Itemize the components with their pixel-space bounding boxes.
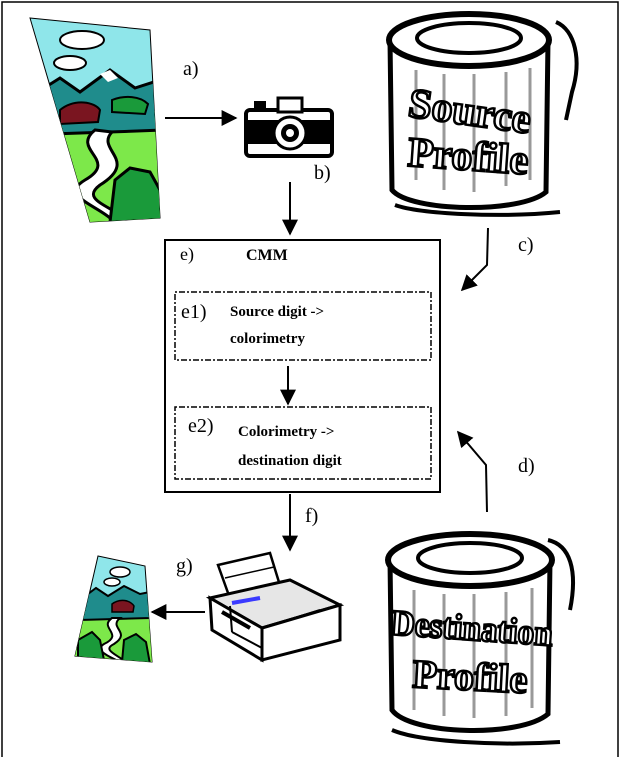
destination-can-text-line2: Profile: [412, 651, 529, 702]
cmm-step1-box: [174, 291, 432, 361]
cmm-title: CMM: [246, 247, 288, 264]
label-b: b): [314, 162, 331, 184]
source-profile-can-icon: [386, 11, 579, 217]
printer-icon: [205, 551, 345, 663]
cmm-step1-line1: Source digit ->: [230, 304, 324, 320]
destination-profile-can-icon: [385, 531, 575, 746]
arrow-c: [460, 227, 489, 292]
label-c: c): [518, 234, 534, 256]
printed-image-icon: [74, 555, 153, 663]
label-a: a): [183, 58, 199, 80]
original-image-icon: [29, 17, 161, 223]
source-can-text-line2: Profile: [406, 130, 529, 184]
label-g: g): [176, 555, 193, 577]
cmm-step2-line2: destination digit: [238, 453, 342, 469]
label-e2: e2): [188, 415, 214, 437]
camera-icon: [244, 96, 334, 158]
cmm-box: [164, 239, 441, 493]
cmm-step1-line2: colorimetry: [230, 331, 305, 347]
label-d: d): [518, 455, 535, 477]
arrow-d: [456, 430, 488, 513]
cmm-step2-box: [174, 406, 432, 480]
label-e1: e1): [181, 301, 207, 323]
label-e: e): [180, 244, 194, 265]
cmm-step2-line1: Colorimetry ->: [238, 424, 334, 440]
label-f: f): [305, 505, 318, 527]
